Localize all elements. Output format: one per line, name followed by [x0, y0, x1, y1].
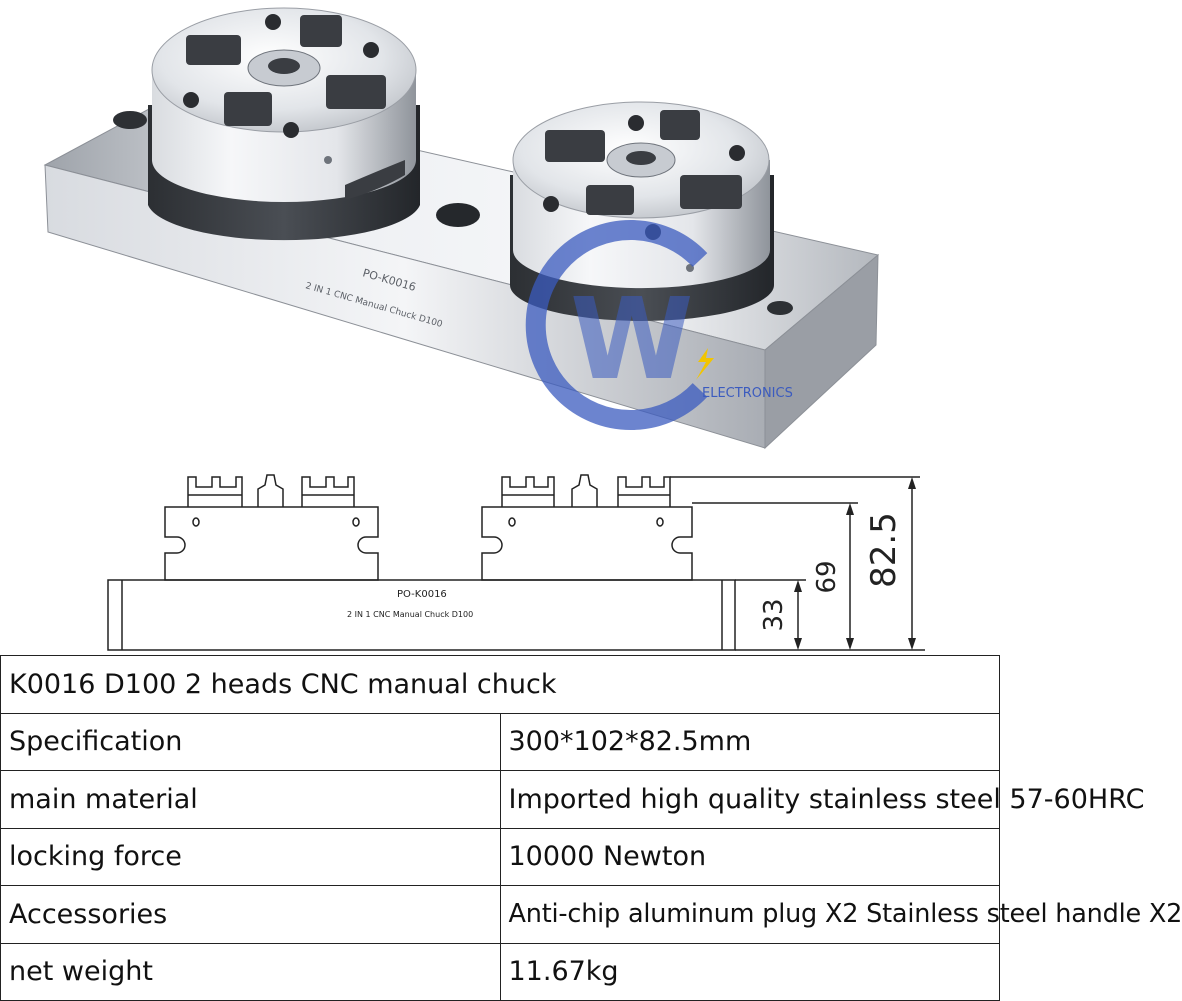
row-value: Imported high quality stainless steel 57…: [499, 770, 1144, 829]
bolt: [183, 92, 199, 108]
row-label: Specification: [0, 712, 501, 771]
watermark-logo: W ELECTRONICS: [525, 220, 793, 430]
drawing-jaw: [257, 474, 284, 507]
jaw: [300, 15, 342, 47]
table-title-row: K0016 D100 2 heads CNC manual chuck: [0, 655, 1000, 714]
jaw: [326, 75, 386, 109]
row-value: Anti-chip aluminum plug X2 Stainless ste…: [499, 885, 1182, 944]
jaw: [545, 130, 605, 162]
jaw: [680, 175, 742, 209]
jaw: [660, 110, 700, 140]
bolt: [628, 115, 644, 131]
bolt: [265, 14, 281, 30]
jaw: [186, 35, 241, 65]
table-row: main material Imported high quality stai…: [0, 770, 1144, 829]
row-value: 11.67kg: [499, 942, 1000, 1001]
bolt: [543, 196, 559, 212]
row-label: locking force: [0, 827, 501, 886]
product-render-image: PO-K0016 2 IN 1 CNC Manual Chuck D100: [43, 7, 880, 450]
drawing-plate-desc: 2 IN 1 CNC Manual Chuck D100: [347, 610, 473, 619]
row-value: 300*102*82.5mm: [499, 712, 1000, 771]
dim-label-82-5: 82.5: [864, 512, 904, 588]
technical-drawing: PO-K0016 2 IN 1 CNC Manual Chuck D100 33…: [107, 474, 925, 651]
jaw: [586, 185, 634, 215]
drawing-jaw: [617, 476, 671, 507]
drawing-base-plate: [107, 579, 736, 651]
drawing-chuck-right: [481, 506, 693, 581]
row-value: 10000 Newton: [499, 827, 1000, 886]
bolt: [283, 122, 299, 138]
logo-letter: W: [570, 275, 694, 405]
table-row: Specification 300*102*82.5mm: [0, 712, 1000, 771]
jaw: [224, 92, 272, 126]
spec-table: K0016 D100 2 heads CNC manual chuck Spec…: [0, 655, 1182, 1001]
chuck-head-left: [148, 7, 420, 241]
dim-label-33: 33: [759, 598, 789, 631]
table-row: Accessories Anti-chip aluminum plug X2 S…: [0, 885, 1182, 944]
dim-label-69: 69: [812, 560, 842, 593]
drawing-jaw: [501, 476, 555, 507]
drawing-jaw: [571, 474, 598, 507]
row-label: Accessories: [0, 885, 501, 944]
lightning-bolt-icon: [696, 348, 714, 380]
table-row: net weight 11.67kg: [0, 942, 1000, 1001]
mount-hole: [436, 203, 480, 227]
drawing-jaw: [187, 476, 243, 507]
drawing-plate-model: PO-K0016: [397, 589, 447, 600]
mount-hole: [767, 301, 793, 315]
drawing-chuck-left: [164, 506, 379, 581]
row-label: net weight: [0, 942, 501, 1001]
table-title: K0016 D100 2 heads CNC manual chuck: [0, 655, 1000, 714]
bolt: [729, 145, 745, 161]
drawing-jaw: [301, 476, 355, 507]
logo-ring-icon: [525, 220, 708, 430]
logo-brand: ELECTRONICS: [702, 386, 793, 401]
mount-hole: [113, 111, 147, 129]
bolt: [363, 42, 379, 58]
row-label: main material: [0, 770, 501, 829]
table-row: locking force 10000 Newton: [0, 827, 1000, 886]
